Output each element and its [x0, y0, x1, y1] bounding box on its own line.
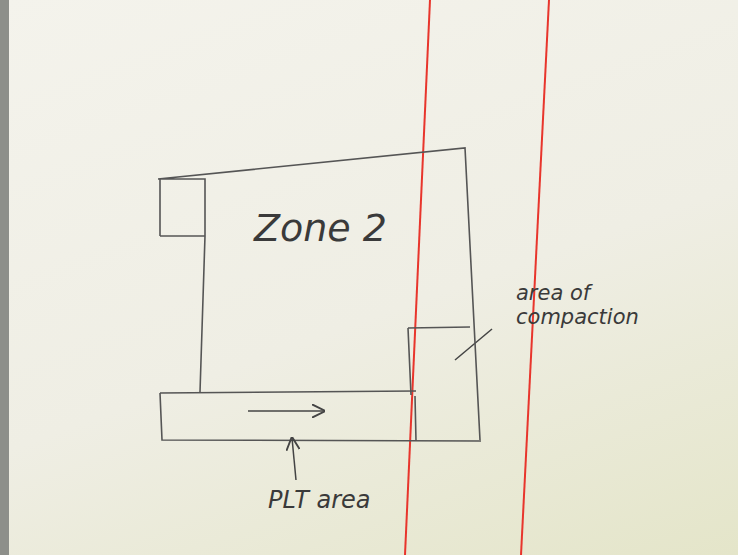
leader-arrow — [292, 438, 296, 480]
compaction-box — [408, 327, 470, 441]
paper-edge — [0, 0, 9, 555]
margin-line — [405, 0, 430, 555]
flow-arrow — [248, 410, 324, 412]
leader-line — [455, 329, 492, 360]
margin-line — [521, 0, 549, 555]
zone-title: Zone 2 — [254, 206, 387, 250]
zone-shape — [158, 148, 480, 440]
zone-border — [158, 148, 480, 440]
area-label: PLT area — [268, 486, 418, 514]
zone-outline: Zone 2 — [158, 148, 480, 440]
plt-band — [160, 391, 481, 441]
callout-label: area of compaction — [516, 281, 666, 329]
